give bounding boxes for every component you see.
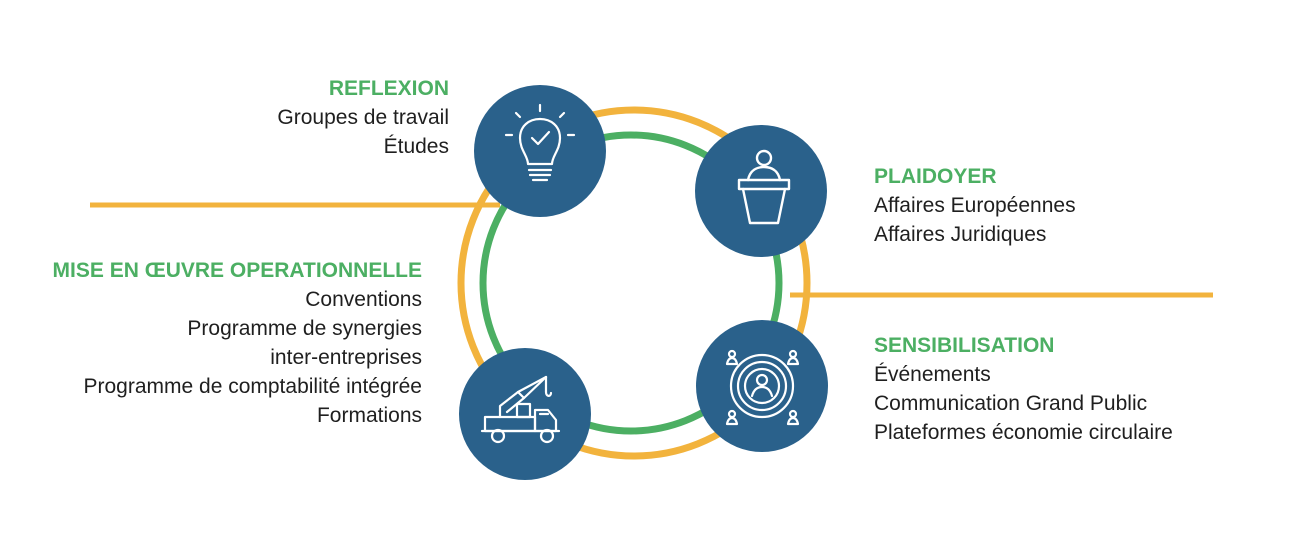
sensibilisation-item: Plateformes économie circulaire [874, 421, 1173, 444]
outer-orange-ring [457, 106, 811, 460]
plaidoyer-item: Affaires Européennes [874, 194, 1076, 217]
mise-en-oeuvre-title: MISE EN ŒUVRE OPERATIONNELLE [52, 259, 422, 282]
sensibilisation-item: Communication Grand Public [874, 392, 1148, 415]
lightbulb-icon [504, 103, 576, 182]
sensibilisation-item: Événements [874, 363, 991, 386]
node-reflexion [474, 85, 606, 217]
sensibilisation-text-block: SENSIBILISATION Événements Communication… [874, 331, 1173, 447]
reflexion-text-block: REFLEXION Groupes de travail Études [277, 74, 449, 161]
crane-truck-icon [480, 375, 561, 444]
plaidoyer-item: Affaires Juridiques [874, 223, 1047, 246]
mise-en-oeuvre-item: Formations [316, 404, 422, 427]
plaidoyer-title: PLAIDOYER [874, 165, 997, 188]
node-plaidoyer [695, 125, 827, 257]
mise-en-oeuvre-item: Conventions [305, 288, 422, 311]
inner-green-ring [479, 131, 783, 435]
sensibilisation-title: SENSIBILISATION [874, 334, 1055, 357]
mise-en-oeuvre-item: Programme de synergies [187, 317, 422, 340]
podium-speaker-icon [737, 149, 791, 225]
node-mise-en-oeuvre [459, 348, 591, 480]
reflexion-item: Groupes de travail [277, 106, 449, 129]
reflexion-item: Études [383, 135, 449, 158]
plaidoyer-text-block: PLAIDOYER Affaires Européennes Affaires … [874, 162, 1076, 249]
node-sensibilisation [696, 320, 828, 452]
audience-broadcast-icon [725, 349, 800, 426]
mise-en-oeuvre-item: inter-entreprises [270, 346, 422, 369]
mise-en-oeuvre-text-block: MISE EN ŒUVRE OPERATIONNELLE Conventions… [53, 256, 422, 430]
mise-en-oeuvre-item: Programme de comptabilité intégrée [83, 375, 422, 398]
reflexion-title: REFLEXION [328, 77, 449, 100]
